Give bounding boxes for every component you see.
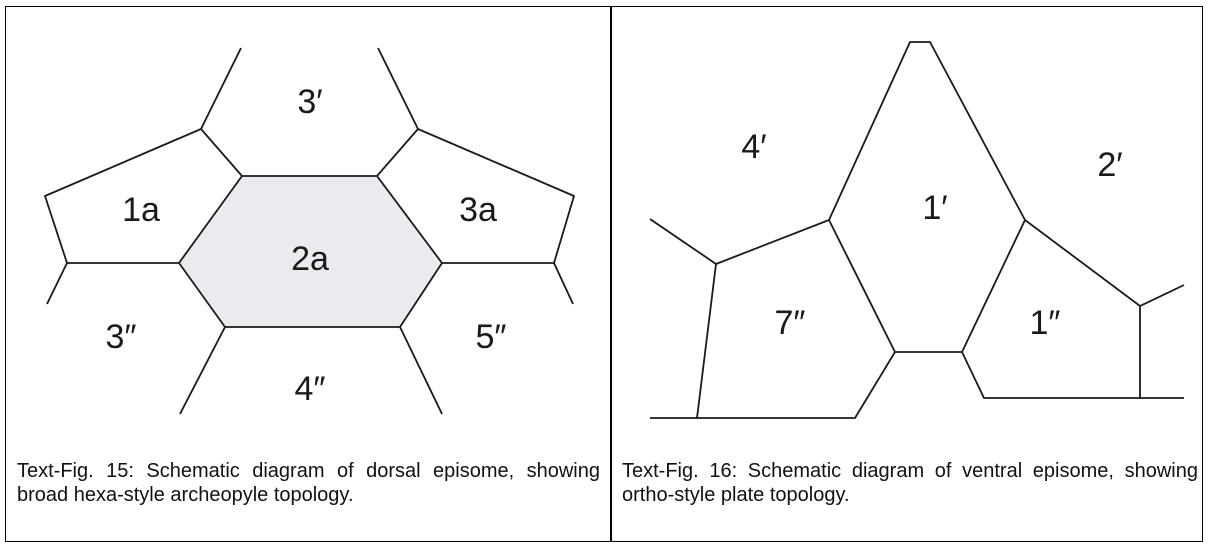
plate-label-3prime: 3′ (297, 83, 322, 121)
plate-label-4prime: 4′ (741, 128, 766, 166)
plate-label-3double-prime: 3″ (106, 318, 137, 356)
plate-label-1a: 1a (122, 191, 160, 229)
plate-1prime-outline (828, 41, 1026, 221)
plate-label-7double-prime: 7″ (775, 304, 806, 342)
figure-frame (5, 6, 1203, 542)
suture-line (46, 262, 68, 305)
plate-label-1double-prime: 1″ (1030, 304, 1061, 342)
plate-7double-prime-lower (696, 263, 896, 419)
suture-line (200, 47, 242, 130)
suture-line (553, 262, 574, 305)
suture-line (1139, 284, 1185, 307)
plate-7double-prime-outline (649, 218, 1026, 353)
plate-label-5double-prime: 5″ (476, 318, 507, 356)
plate-label-3a: 3a (459, 191, 497, 229)
figure-15-caption: Text-Fig. 15: Schematic diagram of dorsa… (17, 460, 600, 506)
plate-1a-outline (44, 128, 243, 264)
dorsal-episome-diagram: 3′ 1a 2a 3a 3″ 4″ 5″ (44, 47, 575, 415)
figure-15-panel: 3′ 1a 2a 3a 3″ 4″ 5″ Text-Fig. 15: Schem… (5, 6, 610, 542)
plate-label-2a: 2a (291, 240, 329, 278)
plate-label-4double-prime: 4″ (295, 370, 326, 408)
figure-16-panel: 4′ 1′ 2′ 7″ 1″ Text-Fig. 16: Schematic d… (612, 6, 1203, 542)
panel-divider (610, 6, 612, 542)
ventral-episome-diagram: 4′ 1′ 2′ 7″ 1″ (649, 41, 1185, 419)
suture-line (179, 326, 226, 415)
plate-3a-outline (376, 128, 575, 264)
suture-line (399, 326, 443, 415)
plate-label-2prime: 2′ (1097, 146, 1122, 184)
figure-16-caption: Text-Fig. 16: Schematic diagram of ventr… (622, 460, 1198, 506)
suture-line (377, 47, 419, 130)
plate-label-1prime: 1′ (922, 189, 947, 227)
